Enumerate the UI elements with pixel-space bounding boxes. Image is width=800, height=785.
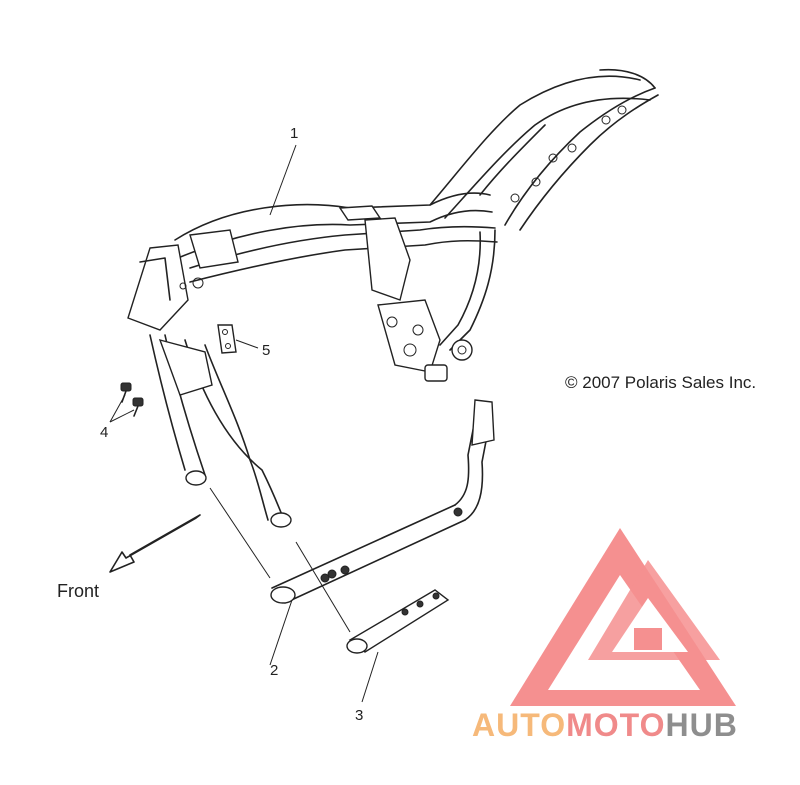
watermark-text: AUTOMOTOHUB xyxy=(472,707,738,743)
clip-part xyxy=(217,324,237,354)
main-frame-part xyxy=(127,68,659,528)
callout-3: 3 xyxy=(355,707,363,724)
callout-4: 4 xyxy=(100,424,108,441)
front-label: Front xyxy=(57,581,99,601)
callout-5: 5 xyxy=(262,342,270,359)
front-arrow-icon xyxy=(109,514,201,573)
lower-rail-part xyxy=(270,399,495,604)
copyright-text: © 2007 Polaris Sales Inc. xyxy=(565,373,756,392)
callout-2: 2 xyxy=(270,662,278,679)
leader-lines xyxy=(109,144,379,703)
callout-1: 1 xyxy=(290,125,298,142)
watermark-hub: HUB xyxy=(665,707,737,743)
side-plate-part xyxy=(346,589,450,654)
watermark-moto: MOTO xyxy=(566,707,665,743)
watermark-logo-icon xyxy=(510,528,736,706)
watermark-auto: AUTO xyxy=(472,707,566,743)
